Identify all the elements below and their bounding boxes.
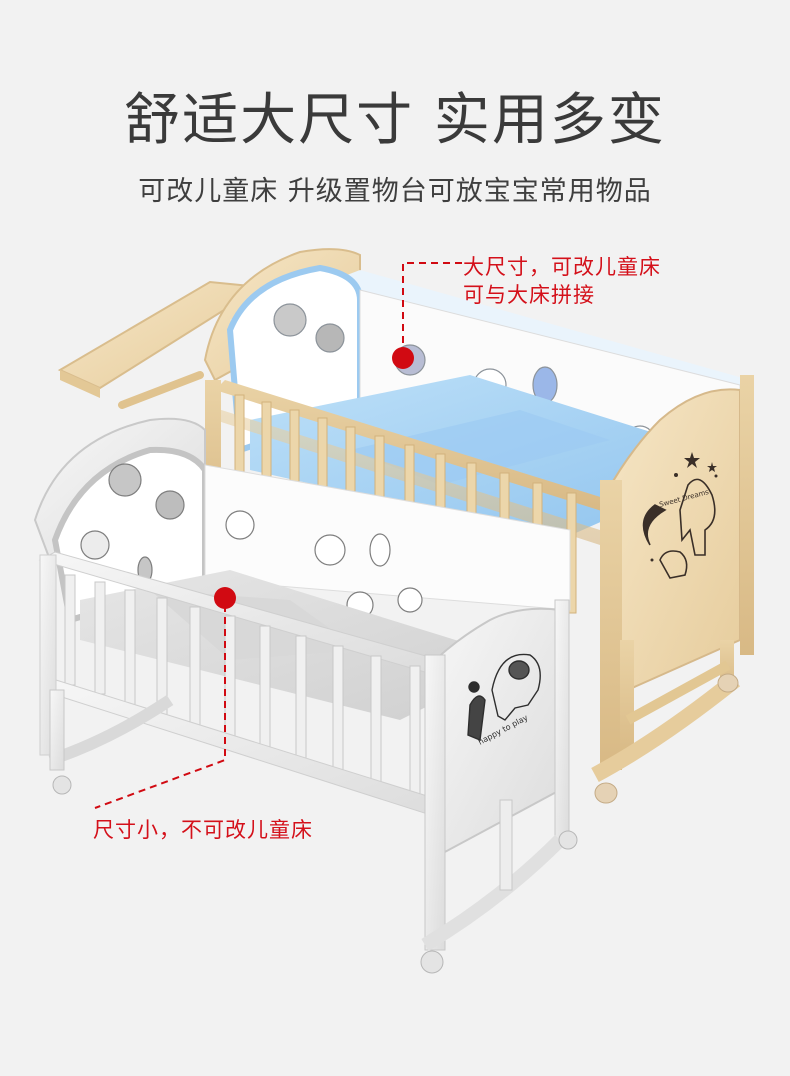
callout-large-crib-line1: 大尺寸，可改儿童床 — [463, 255, 661, 279]
marker-dot-large-crib — [392, 347, 414, 369]
callout-line-small — [94, 605, 226, 809]
changing-shelf — [57, 280, 252, 409]
wooden-crib-base — [591, 640, 740, 804]
callout-small-crib-line1: 尺寸小，不可改儿童床 — [93, 818, 313, 842]
callout-large-crib: 大尺寸，可改儿童床 可与大床拼接 — [463, 253, 661, 309]
page-subtitle: 可改儿童床 升级置物台可放宝宝常用物品 — [138, 176, 652, 207]
wooden-crib: Sweet Dreams — [57, 248, 754, 804]
marker-dot-small-crib — [214, 587, 236, 609]
callout-large-crib-line2: 可与大床拼接 — [463, 283, 595, 307]
callout-small-crib: 尺寸小，不可改儿童床 — [93, 816, 313, 844]
white-crib-base — [48, 689, 578, 974]
page-title: 舒适大尺寸 实用多变 — [124, 88, 666, 153]
white-crib: happy to play — [33, 417, 578, 974]
